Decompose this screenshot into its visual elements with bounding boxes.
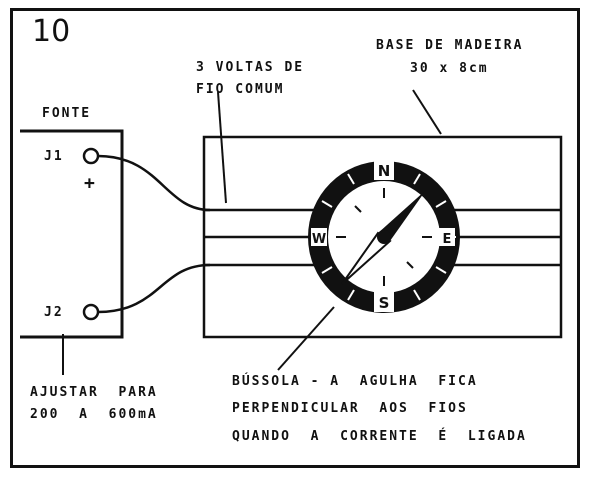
power-source-box — [20, 129, 124, 339]
compass-needle — [378, 190, 426, 241]
compass-label-line2: PERPENDICULAR AOS FIOS — [232, 401, 468, 416]
plus-sign: + — [84, 173, 97, 194]
adjust-label-line2: 200 A 600mA — [30, 407, 158, 422]
base-label-line1: BASE DE MADEIRA — [376, 38, 524, 53]
compass-label-line3: QUANDO A CORRENTE É LIGADA — [232, 429, 527, 444]
wire-label-line1: 3 VOLTAS DE — [196, 60, 305, 75]
wire-label-line2: FIO COMUM — [196, 82, 285, 97]
leader-wire — [217, 91, 227, 204]
compass-west-label: W — [312, 232, 326, 247]
wire-j2 — [97, 263, 211, 314]
leader-base — [412, 89, 442, 135]
compass-east-label: E — [443, 232, 452, 247]
terminal-j2-label: J2 — [44, 305, 64, 320]
terminal-j1-label: J1 — [44, 149, 64, 164]
compass-north-label: N — [378, 162, 391, 180]
wire-j1 — [97, 154, 211, 212]
leader-compass — [277, 306, 335, 371]
source-label: FONTE — [42, 106, 92, 121]
compass-south-label: S — [379, 294, 390, 312]
adjust-label-line1: AJUSTAR PARA — [30, 385, 158, 400]
base-label-line2: 30 x 8cm — [410, 61, 489, 76]
compass — [308, 160, 460, 313]
compass-label-line1: BÚSSOLA - A AGULHA FICA — [232, 374, 478, 389]
terminal-j1 — [82, 147, 100, 165]
terminal-j2 — [82, 303, 100, 321]
figure-number: 10 — [32, 14, 71, 49]
